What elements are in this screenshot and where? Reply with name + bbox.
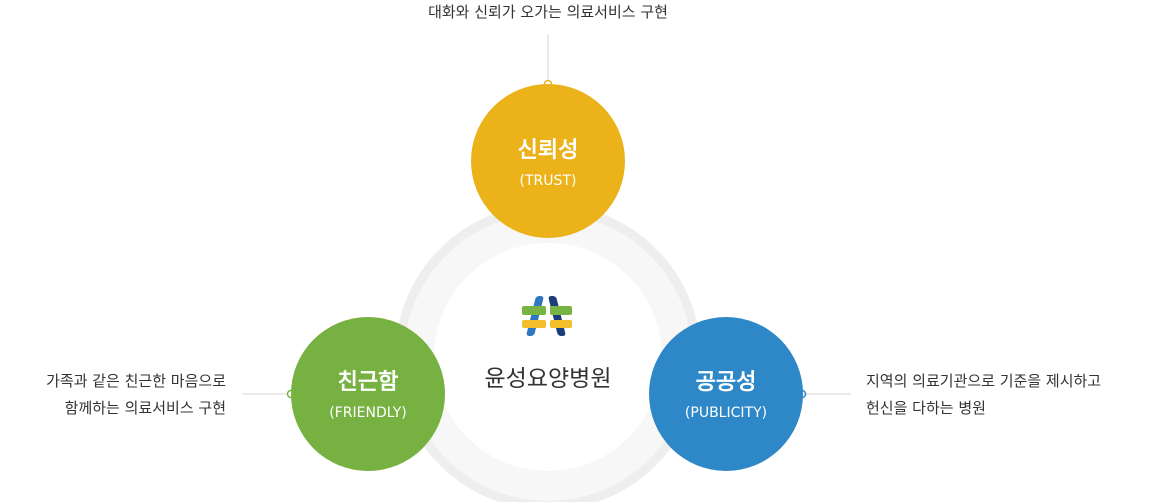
trust-description: 대화와 신뢰가 오가는 의료서비스 구현 <box>428 3 668 21</box>
publicity-node: 공공성 (PUBLICITY) <box>649 317 803 471</box>
friendly-node: 친근함 (FRIENDLY) <box>291 317 445 471</box>
trust-circle <box>471 84 625 238</box>
publicity-title: 공공성 <box>696 370 757 395</box>
trust-node: 신뢰성 (TRUST) <box>471 84 625 238</box>
center-ring <box>395 204 701 502</box>
publicity-circle <box>649 317 803 471</box>
friendly-title: 친근함 <box>338 370 399 395</box>
trust-title: 신뢰성 <box>518 138 579 163</box>
publicity-subtitle: (PUBLICITY) <box>685 405 767 421</box>
friendly-description-line-1: 가족과 같은 친근한 마음으로 <box>46 372 226 390</box>
publicity-description-line-1: 지역의 의료기관으로 기준을 제시하고 <box>866 372 1101 390</box>
friendly-description-line-2: 함께하는 의료서비스 구현 <box>65 399 226 417</box>
trust-subtitle: (TRUST) <box>520 173 577 189</box>
hospital-name: 윤성요양병원 <box>485 366 612 392</box>
center-disc <box>434 243 662 471</box>
friendly-circle <box>291 317 445 471</box>
publicity-description-line-2: 헌신을 다하는 병원 <box>866 399 986 417</box>
hospital-logo-icon <box>522 296 572 336</box>
friendly-subtitle: (FRIENDLY) <box>329 405 406 421</box>
